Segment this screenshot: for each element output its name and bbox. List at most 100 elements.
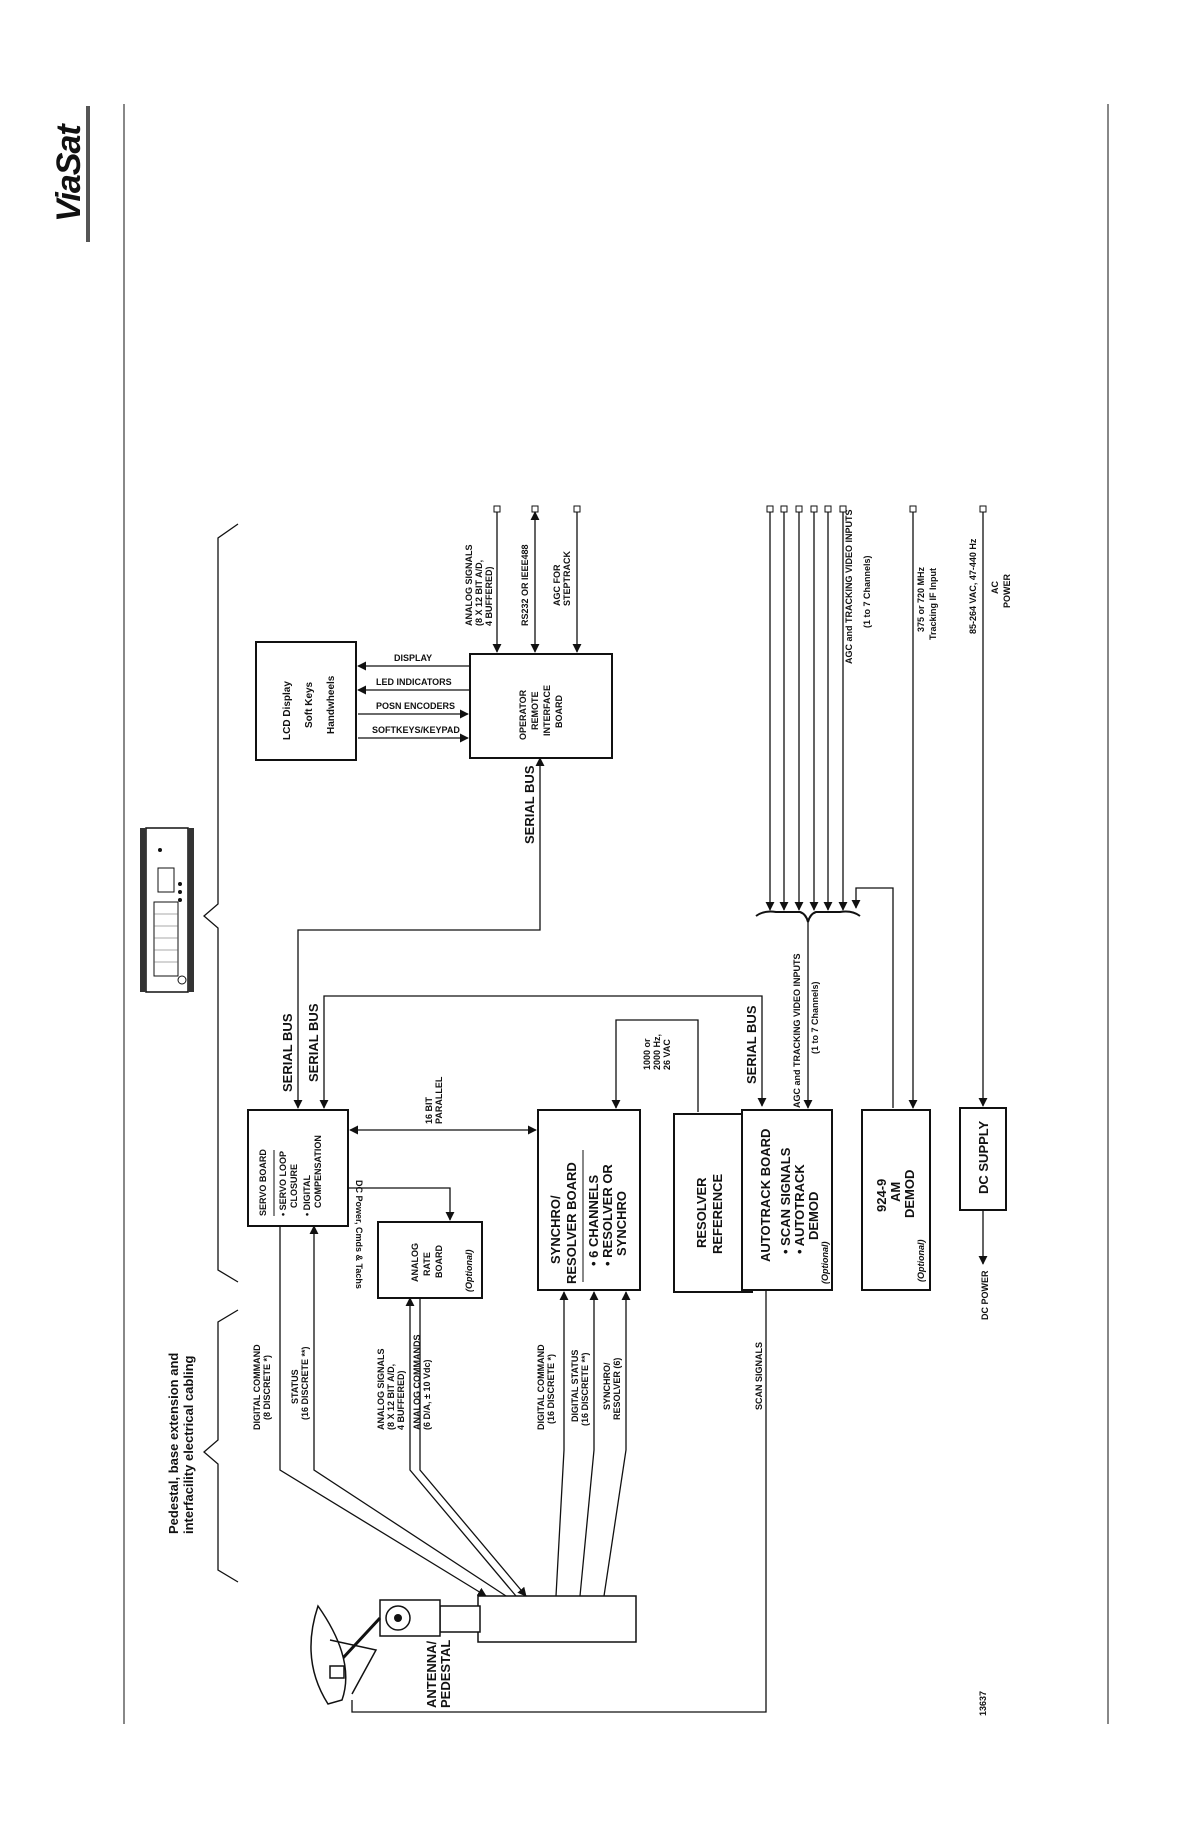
synchro-digital-status bbox=[579, 1291, 599, 1597]
equipment-rack-icon bbox=[140, 827, 194, 993]
operator-board-box bbox=[469, 653, 613, 759]
agc-video-inputs bbox=[765, 505, 848, 911]
autotrack-agc-a: AGC and TRACKING VIDEO INPUTS bbox=[792, 953, 802, 1108]
cabling-title-line2: interfacility electrical cabling bbox=[181, 1355, 196, 1534]
analog-commands-line bbox=[419, 1298, 527, 1597]
servo-in1a: DIGITAL COMMAND bbox=[252, 1344, 262, 1430]
servo-b1a: • SERVO LOOP bbox=[278, 1151, 288, 1216]
demod-l3: DEMOD bbox=[902, 1170, 917, 1218]
demod-to-bundle bbox=[851, 887, 894, 1108]
dc-supply-title: DC SUPPLY bbox=[976, 1120, 991, 1194]
dc-power-out-label: DC POWER bbox=[980, 1270, 990, 1320]
terminal-if bbox=[909, 505, 917, 513]
posn-encoders-label: POSN ENCODERS bbox=[376, 701, 455, 711]
serial-bus-label-operator: SERIAL BUS bbox=[522, 765, 537, 844]
serial-bus-label-servo1: SERIAL BUS bbox=[280, 1013, 295, 1092]
servo-title: SERVO BOARD bbox=[258, 1149, 268, 1216]
freq-c: 26 VAC bbox=[662, 1039, 672, 1070]
synchro-in3a: SYNCHRO/ bbox=[602, 1362, 612, 1410]
handwheels-label: Handwheels bbox=[326, 675, 337, 734]
demod-l1: 924-9 bbox=[874, 1179, 889, 1212]
ac-label-1: AC bbox=[990, 581, 1000, 594]
lcd-box bbox=[255, 641, 357, 761]
input-bundle-brace bbox=[755, 910, 861, 923]
autotrack-b2a: • AUTOTRACK bbox=[792, 1164, 807, 1254]
op-in3b: STEPTRACK bbox=[562, 550, 572, 606]
servo-b1b: CLOSURE bbox=[289, 1164, 299, 1208]
freq-a: 1000 or bbox=[642, 1038, 652, 1070]
serial-bus-label-autotrack: SERIAL BUS bbox=[744, 1005, 759, 1084]
analog-rate-l1: ANALOG bbox=[410, 1243, 420, 1282]
synchro-b1: • 6 CHANNELS bbox=[586, 1174, 601, 1266]
operator-label-l4: BOARD bbox=[554, 695, 564, 728]
cabling-title-line1: Pedestal, base extension and bbox=[166, 1353, 181, 1534]
analog-rate-board-box bbox=[377, 1221, 483, 1299]
servo-status bbox=[309, 1225, 507, 1597]
terminal-ac bbox=[979, 505, 987, 513]
scan-signals-line bbox=[351, 1290, 767, 1713]
synchro-b2a: • RESOLVER OR bbox=[600, 1164, 615, 1266]
soft-keys-label: Soft Keys bbox=[304, 681, 315, 728]
servo-b2a: • DIGITAL bbox=[302, 1175, 312, 1216]
synchro-in2a: DIGITAL STATUS bbox=[570, 1350, 580, 1422]
synchro-in3b: RESOLVER (6) bbox=[612, 1358, 622, 1420]
op-in1a: ANALOG SIGNALS bbox=[464, 544, 474, 626]
autotrack-b1: • SCAN SIGNALS bbox=[778, 1147, 793, 1254]
resolver-ref-l1: RESOLVER bbox=[694, 1177, 709, 1248]
serial-bus-operator-servo bbox=[293, 757, 545, 1109]
terminal-analog bbox=[493, 505, 501, 513]
figure-number: 13637 bbox=[978, 1691, 988, 1716]
synchro-l1: SYNCHRO/ bbox=[548, 1195, 563, 1264]
antenna-pedestal-icon bbox=[310, 1595, 637, 1705]
freq-b: 2000 Hz, bbox=[652, 1034, 662, 1070]
brace-upper bbox=[203, 523, 239, 1283]
svg-text:ViaSat: ViaSat bbox=[50, 123, 88, 222]
terminal-agc-step bbox=[573, 505, 581, 513]
parallel-a: 16 BIT bbox=[424, 1096, 434, 1124]
analog-rate-optional: (Optional) bbox=[464, 1250, 474, 1293]
parallel-b: PARALLEL bbox=[434, 1076, 444, 1124]
agc-inputs-label-a: AGC and TRACKING VIDEO INPUTS bbox=[844, 509, 854, 664]
viasat-logo: ViaSat bbox=[50, 106, 90, 242]
synchro-resolver-box bbox=[537, 1109, 641, 1291]
agc-inputs-label-b: (1 to 7 Channels) bbox=[862, 555, 872, 628]
analog-in1c: 4 BUFFERED) bbox=[396, 1370, 406, 1430]
analog-in2b: (6 D/A, ± 10 Vdc) bbox=[422, 1360, 432, 1430]
lcd-display-label: LCD Display bbox=[282, 681, 293, 740]
op-in2: RS232 OR IEEE488 bbox=[520, 544, 530, 626]
synchro-resolver-signals bbox=[603, 1291, 631, 1597]
analog-in2a: ANALOG COMMANDS bbox=[412, 1335, 422, 1431]
scan-signals-label: SCAN SIGNALS bbox=[754, 1342, 764, 1410]
if-b: Tracking IF Input bbox=[928, 568, 938, 640]
autotrack-board-box bbox=[741, 1109, 833, 1291]
display-link-label: DISPLAY bbox=[394, 653, 432, 663]
serial-bus-label-servo2: SERIAL BUS bbox=[306, 1003, 321, 1082]
demod-l2: AM bbox=[888, 1182, 903, 1202]
autotrack-b2b: DEMOD bbox=[806, 1192, 821, 1240]
op-in1c: 4 BUFFERED) bbox=[484, 566, 494, 626]
am-demod-box bbox=[861, 1109, 931, 1291]
dc-power-feed bbox=[348, 1187, 455, 1221]
servo-in2b: (16 DISCRETE **) bbox=[300, 1346, 310, 1420]
operator-label-l3: INTERFACE bbox=[542, 685, 552, 736]
demod-optional: (Optional) bbox=[916, 1240, 926, 1283]
serial-bus-servo-autotrack bbox=[319, 995, 767, 1109]
synchro-in2b: (16 DISCRETE **) bbox=[580, 1352, 590, 1426]
antenna-label-line2: PEDESTAL bbox=[438, 1640, 453, 1708]
op-in1b: (8 X 12 BIT A/D, bbox=[474, 560, 484, 626]
autotrack-optional: (Optional) bbox=[820, 1242, 830, 1285]
servo-board-box bbox=[247, 1109, 349, 1227]
servo-in1b: (8 DISCRETE *) bbox=[262, 1355, 272, 1420]
resolver-ref-link bbox=[611, 1019, 699, 1112]
terminal-rs232 bbox=[531, 505, 539, 513]
brace-lower bbox=[203, 1309, 239, 1583]
if-a: 375 or 720 MHz bbox=[916, 566, 926, 632]
analog-rate-l2: RATE bbox=[422, 1252, 432, 1276]
analog-rate-l3: BOARD bbox=[434, 1245, 444, 1278]
dc-supply-box bbox=[959, 1107, 1007, 1211]
synchro-b2b: SYNCHRO bbox=[614, 1191, 629, 1256]
synchro-digital-command bbox=[555, 1291, 569, 1597]
synchro-in1a: DIGITAL COMMAND bbox=[536, 1344, 546, 1430]
